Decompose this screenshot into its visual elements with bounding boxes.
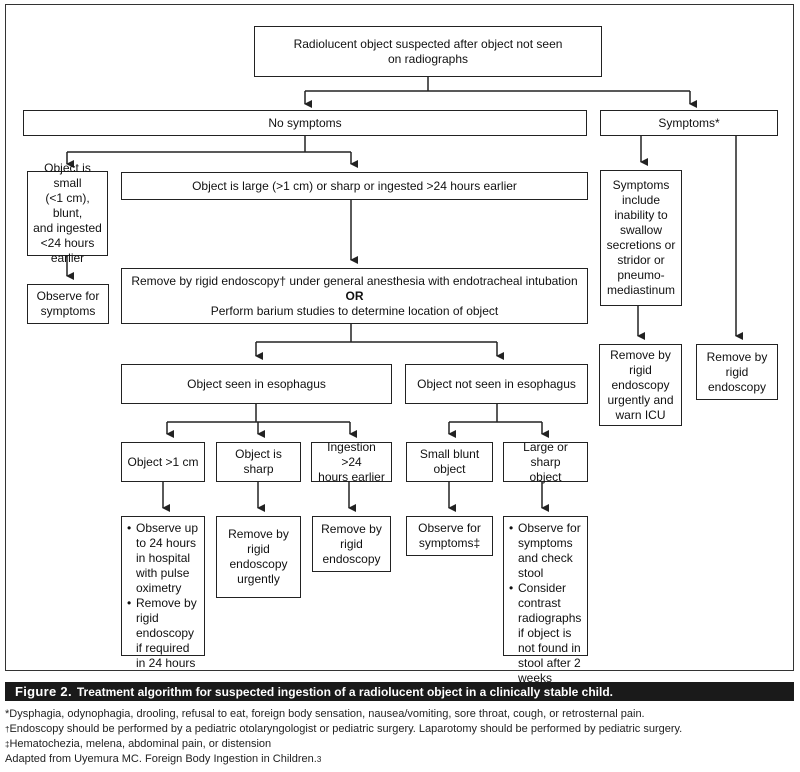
remove-urgently-line-4: urgently bbox=[237, 572, 280, 586]
footnote-source-ref: 3 bbox=[316, 755, 322, 764]
obj-gt1-node: Object >1 cm bbox=[121, 442, 205, 482]
symptoms-node: Symptoms* bbox=[600, 110, 778, 136]
large-sharp-line-1: Large or sharp bbox=[523, 439, 568, 469]
seen-esophagus-label: Object seen in esophagus bbox=[187, 376, 326, 391]
remove-rigid-mid-node: Remove by rigid endoscopy bbox=[312, 516, 391, 572]
large-object-label: Object is large (>1 cm) or sharp or inge… bbox=[192, 178, 517, 193]
or-label: OR bbox=[345, 288, 364, 303]
footnote-source: Adapted from Uyemura MC. Foreign Body In… bbox=[5, 752, 794, 767]
obj-gt1-label: Object >1 cm bbox=[127, 454, 199, 469]
observe-24-bullet-2: Remove by rigid endoscopy if required in… bbox=[127, 596, 199, 671]
small-blunt-node: Small blunt object bbox=[406, 442, 493, 482]
small-object-line-2: (<1 cm), blunt, bbox=[45, 191, 90, 220]
remove-rigid-right-line-3: endoscopy bbox=[707, 379, 767, 394]
observe-symptoms-line-1: Observe for bbox=[36, 289, 100, 303]
footnote-source-text: Adapted from Uyemura MC. Foreign Body In… bbox=[5, 753, 317, 765]
figure-caption-text: Treatment algorithm for suspected ingest… bbox=[76, 684, 613, 699]
figure-label: Figure 2. bbox=[15, 684, 72, 699]
footnote-hematochezia-text: Hematochezia, melena, abdominal pain, or… bbox=[9, 738, 272, 750]
observe-symptoms-node: Observe for symptoms bbox=[27, 284, 109, 324]
remove-rigid-mid-line-2: rigid bbox=[340, 536, 363, 551]
footnote-symptoms-text: *Dysphagia, odynophagia, drooling, refus… bbox=[5, 708, 645, 720]
observe-24-node: Observe up to 24 hours in hospital with … bbox=[121, 516, 205, 670]
footnote-hematochezia: ‡Hematochezia, melena, abdominal pain, o… bbox=[5, 737, 794, 752]
remove-urgently-node: Remove by rigid endoscopy urgently bbox=[216, 516, 301, 598]
root-node-line-2: on radiographs bbox=[387, 51, 469, 66]
remove-urgent-icu-line-2: rigid bbox=[629, 362, 652, 377]
remove-rigid-right-line-1: Remove by bbox=[706, 349, 768, 364]
observe-stool-bullet-2: Consider contrast radiographs if object … bbox=[509, 581, 582, 686]
observe-24-bullet-1: Observe up to 24 hours in hospital with … bbox=[127, 521, 199, 596]
symptoms-include-line-1: Symptoms bbox=[612, 178, 670, 192]
ingestion-24-line-1: Ingestion >24 bbox=[327, 439, 376, 469]
footnote-double-dagger-mark: ‡ bbox=[5, 740, 10, 749]
small-object-line-5: earlier bbox=[50, 251, 85, 265]
remove-rigid-right-line-2: rigid bbox=[725, 364, 749, 379]
obj-sharp-node: Object is sharp bbox=[216, 442, 301, 482]
observe-symptoms-line-2: symptoms bbox=[40, 304, 96, 318]
remove-urgently-line-2: rigid bbox=[247, 542, 270, 556]
symptoms-label: Symptoms* bbox=[658, 115, 720, 130]
remove-urgent-icu-line-4: urgently and bbox=[607, 392, 674, 407]
observe-stool-bullet-1: Observe for symptoms and check stool bbox=[509, 521, 582, 581]
symptoms-include-node: Symptoms include inability to swallow se… bbox=[600, 170, 682, 306]
symptoms-include-line-5: secretions or bbox=[606, 238, 676, 252]
observe-symptoms-dd-node: Observe for symptoms‡ bbox=[406, 516, 493, 556]
small-blunt-line-2: object bbox=[433, 462, 466, 476]
large-sharp-node: Large or sharp object bbox=[503, 439, 588, 484]
connector-no-symptoms bbox=[67, 136, 351, 153]
small-object-line-3: and ingested bbox=[33, 221, 102, 235]
symptoms-include-line-2: include bbox=[621, 193, 661, 207]
symptoms-include-line-8: mediastinum bbox=[606, 283, 676, 297]
large-object-node: Object is large (>1 cm) or sharp or inge… bbox=[121, 172, 588, 200]
no-symptoms-node: No symptoms bbox=[23, 110, 587, 136]
footnote-dagger-mark: † bbox=[5, 725, 10, 734]
symptoms-include-line-4: swallow bbox=[619, 223, 662, 237]
observe-symptoms-dd-line-2: symptoms‡ bbox=[418, 536, 481, 550]
remove-or-barium-node: Remove by rigid endoscopy† under general… bbox=[121, 268, 588, 324]
remove-urgent-icu-line-5: warn ICU bbox=[615, 407, 666, 422]
root-node-line-1: Radiolucent object suspected after objec… bbox=[293, 36, 563, 51]
remove-endoscopy-line: Remove by rigid endoscopy† under general… bbox=[131, 273, 578, 288]
barium-studies-line: Perform barium studies to determine loca… bbox=[210, 303, 499, 318]
connector-root bbox=[305, 77, 690, 92]
symptoms-include-line-6: stridor or bbox=[617, 253, 665, 267]
small-blunt-line-1: Small blunt bbox=[419, 447, 480, 461]
small-object-line-1: Object is small bbox=[44, 161, 91, 190]
ingestion-24-line-2: hours earlier bbox=[318, 469, 385, 484]
large-sharp-line-2: object bbox=[529, 469, 562, 484]
not-seen-esophagus-node: Object not seen in esophagus bbox=[405, 364, 588, 404]
remove-urgent-icu-line-1: Remove by bbox=[610, 347, 671, 362]
footnote-endoscopy: †Endoscopy should be performed by a pedi… bbox=[5, 722, 794, 737]
remove-urgent-icu-line-3: endoscopy bbox=[611, 377, 670, 392]
symptoms-include-line-3: inability to bbox=[614, 208, 668, 222]
observe-24-list: Observe up to 24 hours in hospital with … bbox=[127, 521, 199, 671]
remove-urgently-line-3: endoscopy bbox=[229, 557, 288, 571]
connector-seen bbox=[167, 404, 350, 423]
small-object-line-4: <24 hours bbox=[40, 236, 95, 250]
ingestion-24-node: Ingestion >24 hours earlier bbox=[311, 439, 392, 484]
footnotes: *Dysphagia, odynophagia, drooling, refus… bbox=[5, 707, 794, 767]
remove-rigid-mid-line-1: Remove by bbox=[321, 521, 382, 536]
small-object-node: Object is small (<1 cm), blunt, and inge… bbox=[27, 161, 108, 265]
remove-rigid-right-node: Remove by rigid endoscopy bbox=[696, 344, 778, 400]
not-seen-esophagus-label: Object not seen in esophagus bbox=[417, 376, 576, 391]
footnote-symptoms: *Dysphagia, odynophagia, drooling, refus… bbox=[5, 707, 794, 722]
no-symptoms-label: No symptoms bbox=[268, 115, 342, 130]
footnote-endoscopy-text: Endoscopy should be performed by a pedia… bbox=[9, 723, 683, 735]
observe-stool-list: Observe for symptoms and check stool Con… bbox=[509, 521, 582, 686]
remove-urgently-line-1: Remove by bbox=[228, 527, 289, 541]
remove-urgent-icu-node: Remove by rigid endoscopy urgently and w… bbox=[599, 344, 682, 426]
observe-stool-node: Observe for symptoms and check stool Con… bbox=[503, 516, 588, 685]
symptoms-include-line-7: pneumo- bbox=[617, 268, 665, 282]
root-node: Radiolucent object suspected after objec… bbox=[254, 26, 602, 77]
remove-rigid-mid-line-3: endoscopy bbox=[322, 551, 381, 566]
seen-esophagus-node: Object seen in esophagus bbox=[121, 364, 392, 404]
connector-not-seen bbox=[449, 404, 542, 423]
observe-symptoms-dd-line-1: Observe for bbox=[418, 521, 481, 535]
obj-sharp-label: Object is sharp bbox=[235, 447, 282, 476]
figure-caption: Figure 2. Treatment algorithm for suspec… bbox=[5, 682, 794, 701]
connector-esophagus bbox=[256, 324, 497, 343]
